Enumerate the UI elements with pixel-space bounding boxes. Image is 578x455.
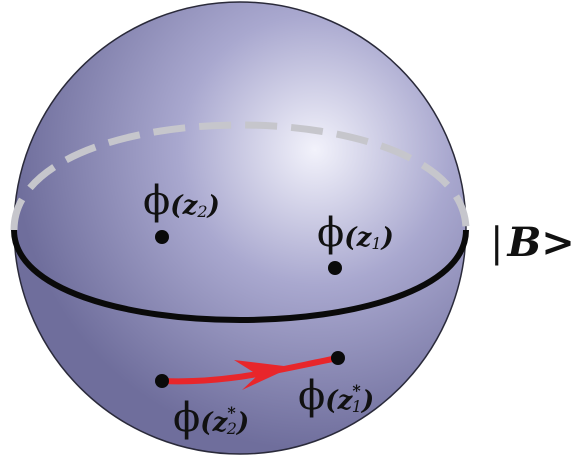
arrowhead-icon [234,360,292,390]
point-z1-star [331,351,345,365]
point-z2-star [155,374,169,388]
point-z2 [155,230,169,244]
label-phi-z1-star: ϕ(z*1) [298,373,374,419]
equator-front [11,229,469,323]
point-z1 [328,261,342,275]
label-phi-z1: ϕ(z1) [317,210,394,256]
label-phi-z2-star: ϕ(z*2) [173,395,249,441]
equator-back-dashed [10,121,470,231]
state-label-B: |B> [490,219,575,266]
sphere [13,1,467,455]
red-path [159,355,341,385]
label-phi-z2: ϕ(z2) [143,178,220,224]
